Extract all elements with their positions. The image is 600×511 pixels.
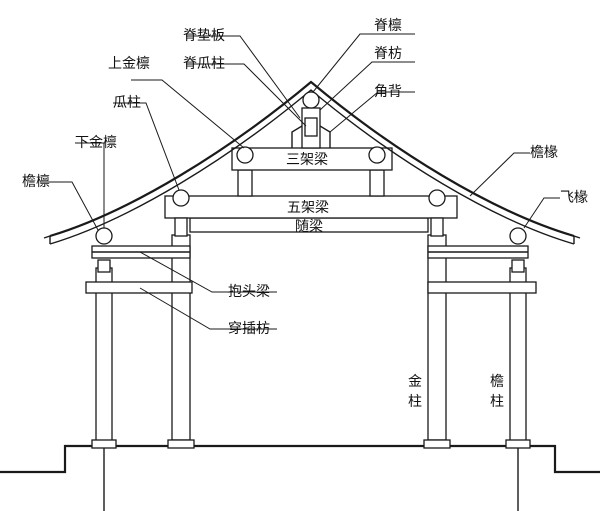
eave-purlin-right (509, 227, 527, 245)
label-short-post: 瓜柱 (113, 95, 141, 111)
chuancha-tie-right (427, 281, 537, 294)
leader-lines (40, 33, 560, 330)
label-five-purlin-beam: 五架梁 (287, 200, 329, 216)
label-eave-column-char1: 檐 (490, 374, 504, 390)
label-eave-rafter: 檐椽 (530, 145, 558, 161)
chuancha-tie-left (85, 281, 193, 294)
label-gold-column-char1: 金 (408, 374, 422, 390)
label-baotou-beam: 抱头梁 (228, 284, 270, 300)
baotou-beam-right (427, 245, 529, 259)
five-purlin-beam (164, 195, 458, 219)
eave-purlin-left (95, 227, 113, 245)
eave-column-right (505, 267, 531, 511)
label-chuancha-tie: 穿插枋 (228, 321, 270, 337)
roof-rafters (43, 80, 581, 245)
ridge-purlin (302, 91, 320, 109)
ridge-short-post (291, 107, 331, 149)
upper-gold-purlin-left (236, 146, 254, 164)
label-ridge-purlin: 脊檩 (374, 17, 402, 34)
label-angle-brace: 角背 (374, 84, 402, 100)
label-upper-gold-purlin: 上金檩 (108, 55, 150, 72)
eave-column-left (91, 267, 117, 511)
lower-gold-purlin-right (428, 189, 446, 207)
gold-column-right (423, 234, 451, 449)
label-eave-purlin: 檐檩 (22, 173, 50, 190)
label-lower-gold-purlin: 下金檩 (75, 134, 117, 151)
purlin-pads (97, 217, 525, 273)
label-three-purlin-beam: 三架梁 (286, 152, 328, 168)
short-post-right (369, 169, 385, 197)
gold-column-left (167, 234, 195, 449)
upper-gold-purlin-right (368, 146, 386, 164)
short-post-left (237, 169, 253, 197)
label-flying-rafter: 飞椽 (560, 190, 588, 206)
labels: 脊垫板 脊檩 上金檩 脊瓜柱 脊枋 角背 瓜柱 下金檩 檐椽 檐檩 飞椽 三架梁… (22, 17, 588, 410)
foundation-platform (0, 444, 600, 474)
label-ridge-short-post: 脊瓜柱 (183, 56, 225, 72)
lower-gold-purlin-left (172, 189, 190, 207)
label-ridge-pad-board: 脊垫板 (183, 28, 225, 44)
purlins (95, 91, 527, 245)
label-follow-beam: 随梁 (295, 219, 323, 235)
label-gold-column-char2: 柱 (408, 394, 422, 410)
label-eave-column-char2: 柱 (490, 394, 504, 410)
label-ridge-tie: 脊枋 (374, 46, 402, 62)
